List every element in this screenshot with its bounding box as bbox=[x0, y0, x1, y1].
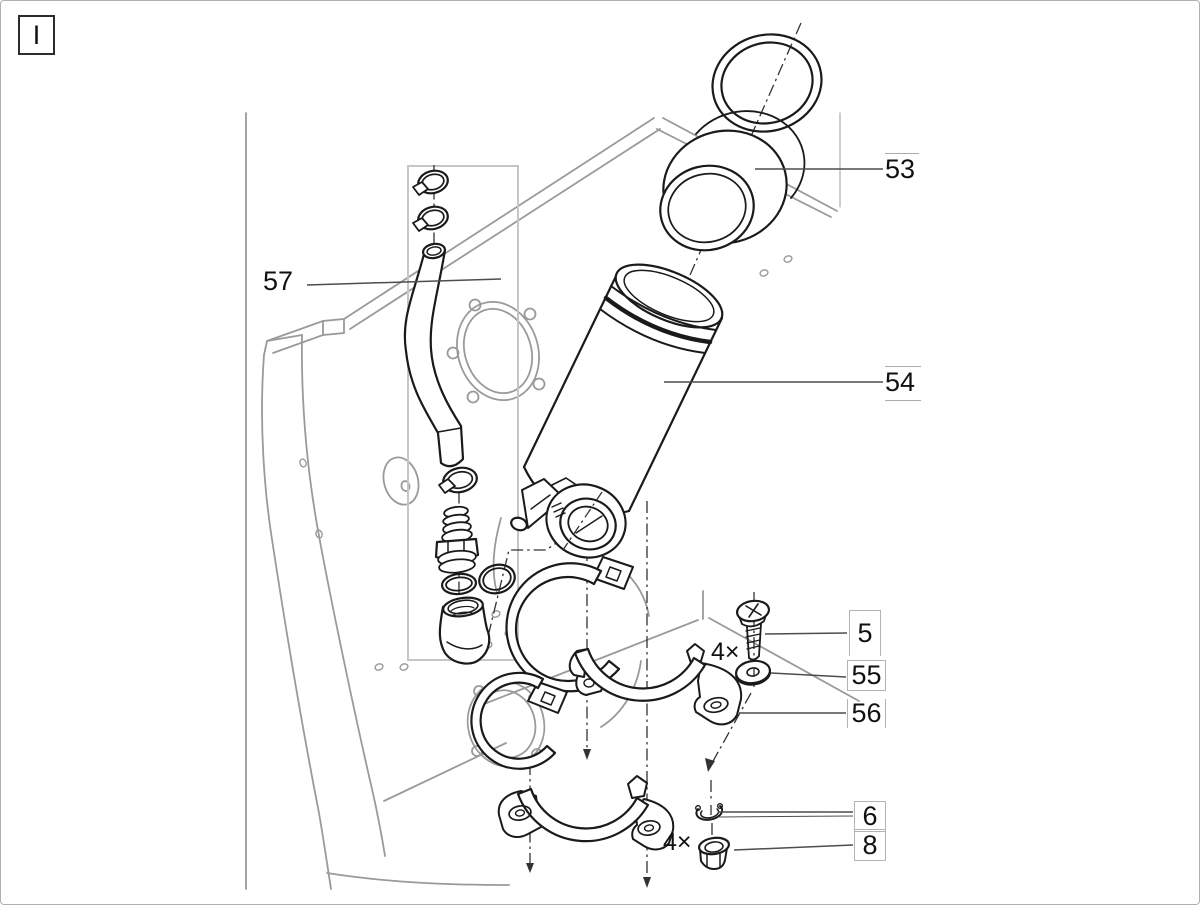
quantity-marker-nuts: 4× bbox=[663, 828, 692, 856]
screw-5 bbox=[735, 599, 771, 661]
hose-clamp-lower-icon bbox=[438, 466, 478, 494]
clamp-shell-lower bbox=[470, 671, 568, 770]
leader-8 bbox=[733, 844, 854, 851]
leader-6b bbox=[717, 815, 854, 818]
clamp-saddle-lower bbox=[497, 775, 675, 851]
tank-outline bbox=[245, 112, 860, 890]
hose-clamp-middle-icon bbox=[412, 205, 449, 232]
hose-57 bbox=[403, 242, 465, 468]
callout-54: 54 bbox=[885, 367, 916, 397]
callout-8: 8 bbox=[854, 829, 886, 861]
hose-parts-group-box bbox=[407, 165, 519, 661]
figure-badge: I bbox=[18, 15, 55, 55]
o-ring-large bbox=[478, 563, 516, 595]
callout-53: 53 bbox=[885, 154, 916, 184]
seal-ring bbox=[711, 33, 823, 133]
nut-8 bbox=[698, 836, 730, 870]
callout-5: 5 bbox=[849, 610, 881, 656]
centerline-arrows bbox=[526, 749, 715, 888]
callout-55: 55 bbox=[847, 660, 886, 691]
clamp-saddle-56 bbox=[568, 643, 743, 726]
hose-tail-fitting bbox=[434, 505, 480, 574]
leader-55 bbox=[770, 672, 847, 678]
bayonet-cap bbox=[510, 477, 627, 559]
quantity-marker-screws: 4× bbox=[711, 638, 740, 666]
cover-sleeve-53 bbox=[659, 110, 806, 252]
o-ring-small bbox=[440, 572, 478, 596]
leader-57 bbox=[306, 278, 502, 286]
figure-badge-label: I bbox=[32, 19, 41, 50]
hose-clamp-upper-icon bbox=[412, 169, 449, 196]
callout-53-overline bbox=[885, 153, 919, 154]
callout-54-overline bbox=[885, 366, 921, 367]
washer-55 bbox=[734, 659, 772, 686]
callout-54-underline bbox=[885, 400, 921, 401]
uvc-housing-54 bbox=[522, 263, 724, 517]
leader-lines bbox=[306, 168, 883, 851]
callout-6: 6 bbox=[854, 801, 886, 832]
elbow-fitting bbox=[438, 596, 491, 665]
centerline-overlays bbox=[562, 491, 755, 819]
callout-56: 56 bbox=[847, 699, 886, 728]
leader-5 bbox=[764, 632, 848, 635]
callout-57: 57 bbox=[263, 266, 294, 296]
